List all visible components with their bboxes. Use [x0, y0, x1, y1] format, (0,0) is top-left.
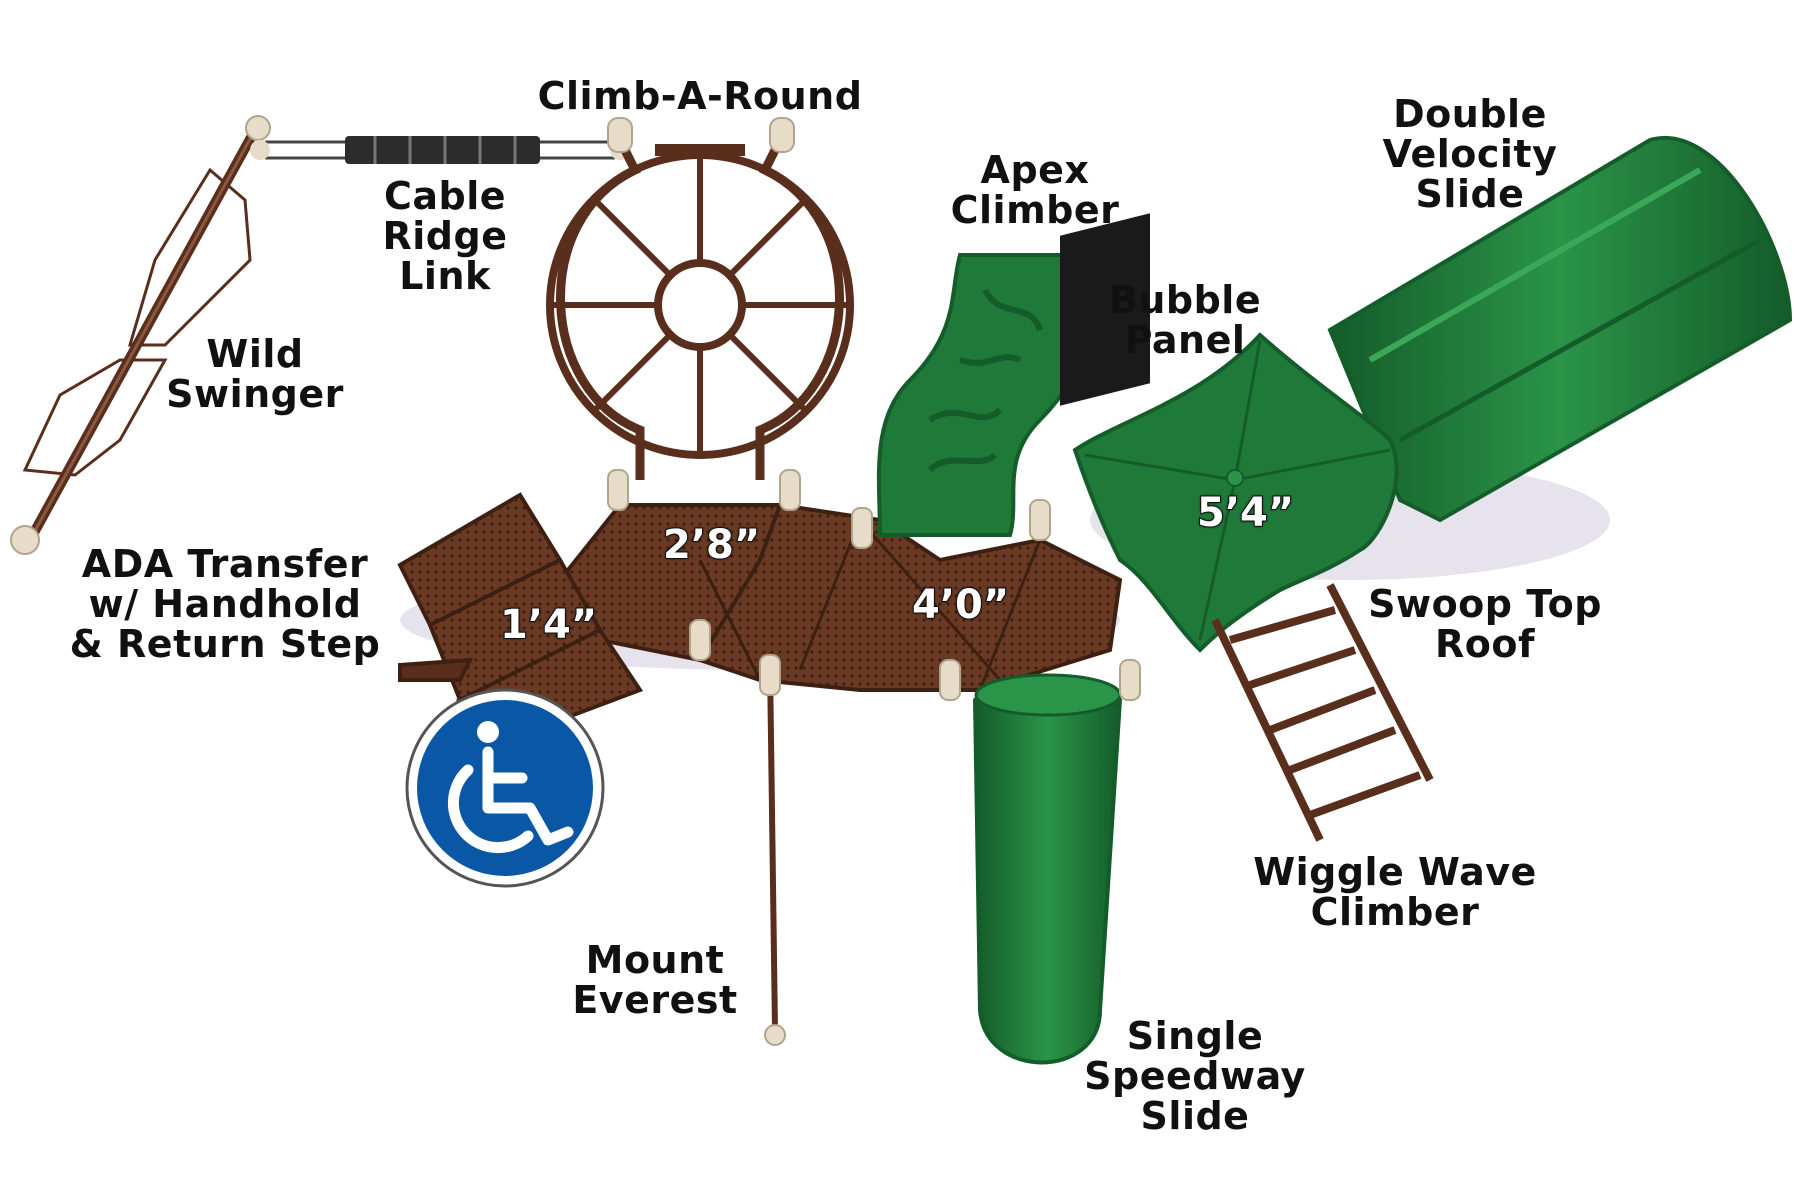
label-ada-transfer: ADA Transfer w/ Handhold & Return Step: [69, 542, 381, 666]
label-swoop-top-roof: Swoop Top Roof: [1368, 582, 1602, 666]
mount-everest: [764, 664, 786, 1046]
wiggle-wave-climber: [1211, 583, 1434, 842]
height-deck-mid: 4’0”: [911, 581, 1010, 629]
label-double-velocity-slide: Double Velocity Slide: [1382, 92, 1558, 216]
wild-swinger-caps: [10, 115, 271, 555]
label-wiggle-wave-climber: Wiggle Wave Climber: [1253, 850, 1537, 934]
bubble-panel: [1060, 213, 1150, 406]
swoop-top-roof: [1072, 332, 1399, 653]
height-roof-deck: 5’4”: [1196, 489, 1295, 537]
label-apex-climber: Apex Climber: [950, 148, 1120, 232]
height-transfer: 1’4”: [499, 601, 598, 649]
wild-swinger: [22, 127, 260, 543]
label-wild-swinger: Wild Swinger: [166, 332, 344, 416]
label-single-speedway-slide: Single Speedway Slide: [1084, 1014, 1306, 1138]
deck-posts: [607, 469, 1141, 701]
label-bubble-panel: Bubble Panel: [1108, 278, 1262, 362]
climb-a-round-caps: [607, 117, 795, 153]
label-cable-ridge-link: Cable Ridge Link: [382, 174, 508, 298]
single-speedway-slide: [972, 673, 1123, 1065]
label-mount-everest: Mount Everest: [572, 938, 738, 1022]
label-climb-a-round: Climb-A-Round: [537, 74, 863, 118]
wheelchair-icon: [405, 688, 605, 888]
cable-ridge-link: [250, 136, 630, 164]
climb-a-round: [546, 137, 854, 480]
double-velocity-slide: [1327, 136, 1793, 523]
height-deck-low: 2’8”: [662, 521, 761, 569]
